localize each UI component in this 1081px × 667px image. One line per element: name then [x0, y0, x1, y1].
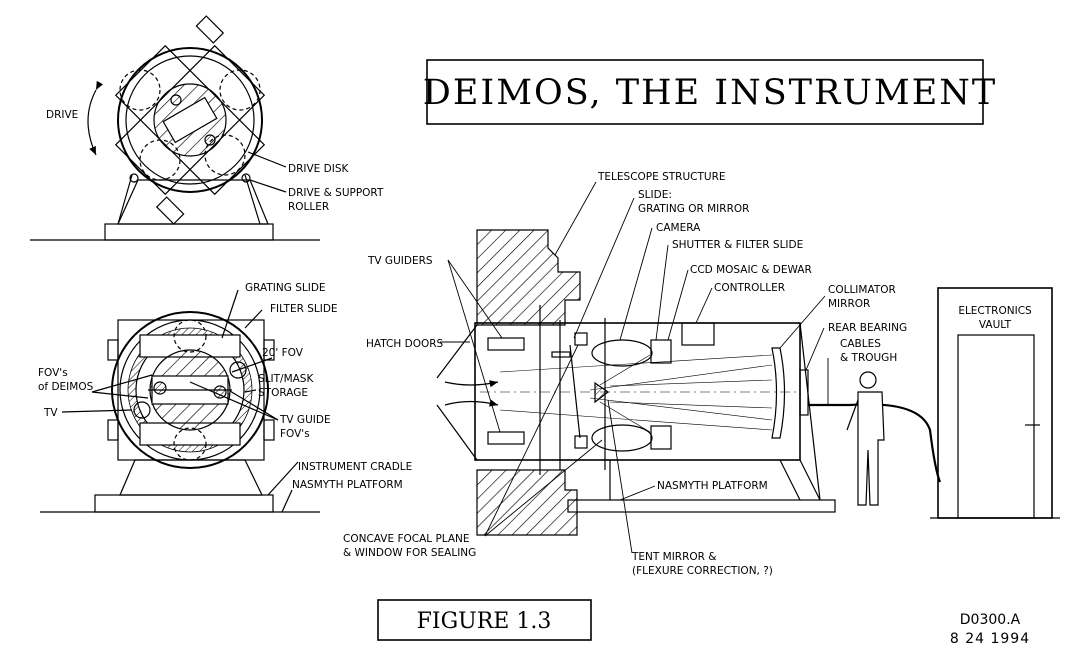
- callout-labels: DRIVE DRIVE DISK DRIVE & SUPPORT ROLLER …: [38, 109, 1032, 577]
- label-fovs-2: of DEIMOS: [38, 381, 94, 393]
- label-camera: CAMERA: [656, 222, 701, 234]
- front-end-view: [40, 289, 320, 513]
- label-shutter: SHUTTER & FILTER SLIDE: [672, 239, 803, 251]
- label-tent-2: (FLEXURE CORRECTION, ?): [632, 565, 773, 577]
- label-concave-2: & WINDOW FOR SEALING: [343, 547, 476, 559]
- label-collimator-2: MIRROR: [828, 298, 870, 310]
- label-tv: TV: [43, 407, 58, 419]
- label-drive-disk: DRIVE DISK: [288, 163, 349, 175]
- doc-date: 8 24 1994: [950, 631, 1030, 647]
- label-20-fov: 20' FOV: [262, 347, 304, 359]
- label-ccd: CCD MOSAIC & DEWAR: [690, 264, 812, 276]
- title-box: [426, 59, 984, 125]
- title: DEIMOS, THE INSTRUMENT: [423, 73, 997, 113]
- label-tv-guide-1: TV GUIDE: [279, 414, 331, 426]
- label-drive-support-2: ROLLER: [288, 201, 329, 213]
- label-fovs-1: FOV's: [38, 367, 68, 379]
- doc-id: D0300.A: [960, 612, 1021, 628]
- label-tv-guiders: TV GUIDERS: [367, 255, 433, 267]
- label-nasmyth-platform-left: NASMYTH PLATFORM: [292, 479, 403, 491]
- figure-box: [377, 599, 592, 641]
- label-slide-1: SLIDE:: [638, 189, 672, 201]
- label-drive: DRIVE: [46, 109, 78, 121]
- label-nasmyth-platform-right: NASMYTH PLATFORM: [657, 480, 768, 492]
- label-concave-1: CONCAVE FOCAL PLANE: [343, 533, 470, 545]
- label-collimator-1: COLLIMATOR: [828, 284, 896, 296]
- label-electronics-2: VAULT: [979, 319, 1012, 331]
- leader-lines: [440, 181, 829, 554]
- label-tent-1: TENT MIRROR &: [631, 551, 717, 563]
- label-drive-support-1: DRIVE & SUPPORT: [288, 187, 384, 199]
- label-rear-bearing: REAR BEARING: [828, 322, 907, 334]
- label-instrument-cradle: INSTRUMENT CRADLE: [298, 461, 412, 473]
- label-controller: CONTROLLER: [714, 282, 785, 294]
- label-tv-guide-2: FOV's: [280, 428, 310, 440]
- drive-end-view: [30, 15, 320, 241]
- label-slit-mask-1: SLIT/MASK: [258, 373, 314, 385]
- side-view: [436, 229, 1060, 536]
- label-hatch-doors: HATCH DOORS: [366, 338, 444, 350]
- label-telescope-structure: TELESCOPE STRUCTURE: [597, 171, 726, 183]
- label-filter-slide: FILTER SLIDE: [270, 303, 338, 315]
- label-cables-1: CABLES: [840, 338, 881, 350]
- label-cables-2: & TROUGH: [840, 352, 897, 364]
- figure-label: FIGURE 1.3: [417, 609, 552, 634]
- label-grating-slide: GRATING SLIDE: [245, 282, 326, 294]
- label-electronics-1: ELECTRONICS: [958, 305, 1032, 317]
- label-slit-mask-2: STORAGE: [258, 387, 308, 399]
- label-slide-2: GRATING OR MIRROR: [638, 203, 749, 215]
